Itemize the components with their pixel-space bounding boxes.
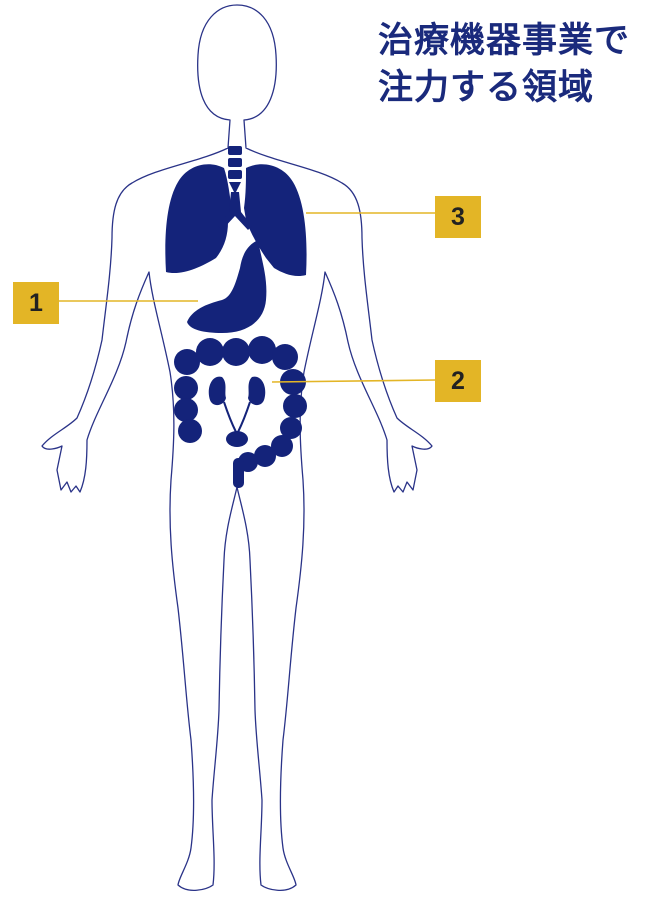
callout-badge-2: 2 <box>435 360 481 402</box>
callout-badge-3: 3 <box>435 196 481 238</box>
left-lung <box>165 164 232 273</box>
right-kidney <box>248 377 265 406</box>
callout-number: 1 <box>29 289 43 318</box>
bladder <box>226 431 248 447</box>
callout-badge-1: 1 <box>13 282 59 324</box>
body-outline <box>42 5 432 890</box>
callout-number: 3 <box>451 203 465 232</box>
kidneys <box>209 377 266 406</box>
ureters <box>224 402 250 432</box>
colon <box>174 336 307 488</box>
left-kidney <box>209 377 226 406</box>
spine <box>228 146 242 194</box>
callout-number: 2 <box>451 367 465 396</box>
